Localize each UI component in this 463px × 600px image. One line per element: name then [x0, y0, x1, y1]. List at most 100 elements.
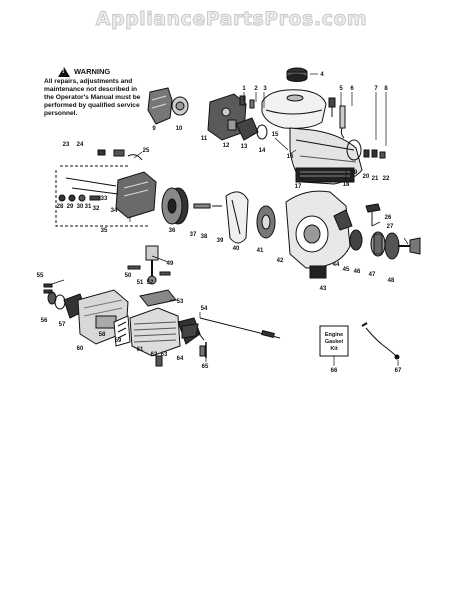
- callout-41: 41: [257, 248, 264, 254]
- callout-51: 51: [137, 280, 144, 286]
- warning-box: WARNING All repairs, adjustments and mai…: [44, 67, 164, 118]
- callout-8: 8: [384, 86, 388, 92]
- callout-28: 28: [57, 204, 64, 210]
- wire-terminal: [394, 354, 400, 360]
- callout-2: 2: [254, 86, 258, 92]
- warning-icon: [58, 67, 70, 77]
- callout-20: 20: [363, 174, 370, 180]
- ignition-wiring: [65, 149, 143, 195]
- callout-58: 58: [99, 332, 106, 338]
- callout-36: 36: [169, 228, 176, 234]
- callout-4: 4: [320, 72, 324, 78]
- callout-32: 32: [93, 206, 100, 212]
- kit-label-line: Engine: [325, 332, 343, 338]
- callout-9: 9: [152, 126, 156, 132]
- intake-boot: [181, 323, 199, 339]
- kit-label-line: Kit: [330, 346, 338, 352]
- assembly-bracket: [55, 170, 150, 227]
- warning-line: performed by qualified service: [44, 102, 140, 109]
- callout-38: 38: [201, 234, 208, 240]
- callout-3: 3: [263, 86, 267, 92]
- muffler-screws: [43, 283, 53, 294]
- carb-gasket: [235, 117, 259, 141]
- engine-housing: [285, 190, 353, 279]
- callout-29: 29: [67, 204, 74, 210]
- callout-18: 18: [343, 182, 350, 188]
- wire-terminal: [361, 322, 368, 327]
- callout-30: 30: [77, 204, 84, 210]
- callout-56: 56: [41, 318, 48, 324]
- muffler-gasket: [47, 291, 66, 310]
- callout-16: 16: [287, 154, 294, 160]
- callout-17: 17: [295, 184, 302, 190]
- air-filter-cover: [147, 87, 173, 125]
- watermark-text: AppliancePartsPros.com: [95, 8, 368, 31]
- fuel-tank: [261, 89, 327, 129]
- clutch-drum: [384, 232, 412, 260]
- ground-wire: [365, 327, 397, 357]
- warning-title: WARNING: [74, 67, 111, 76]
- callout-62: 62: [151, 352, 158, 358]
- starter-pulley: [256, 205, 276, 239]
- fuel-cap: [286, 67, 308, 82]
- carburetor: [207, 93, 247, 141]
- callout-46: 46: [354, 269, 361, 275]
- callout-43: 43: [320, 286, 327, 292]
- piston-pin: [127, 265, 171, 276]
- callout-60: 60: [77, 346, 84, 352]
- kit-label-line: Gasket: [325, 339, 344, 345]
- callout-39: 39: [217, 238, 224, 244]
- cylinder: [129, 307, 181, 357]
- callout-52: 52: [147, 280, 154, 286]
- callout-25: 25: [143, 148, 150, 154]
- ignition-module: [115, 171, 157, 219]
- warning-line: the Operator's Manual must be: [44, 94, 141, 101]
- callout-7: 7: [374, 86, 378, 92]
- throttle-cable: [199, 317, 281, 339]
- callout-26: 26: [385, 215, 392, 221]
- carburetor-screw: [239, 95, 255, 109]
- callout-59: 59: [115, 338, 122, 344]
- callout-1: 1: [242, 86, 246, 92]
- small-hardware: [363, 149, 386, 159]
- fuel-fittings: [328, 97, 346, 139]
- callout-22: 22: [383, 176, 390, 182]
- callout-34: 34: [111, 208, 118, 214]
- callout-31: 31: [85, 204, 92, 210]
- gasket-ring: [346, 139, 362, 161]
- callout-21: 21: [372, 176, 379, 182]
- piston-connecting-rod: [145, 245, 159, 285]
- cylinder-gasket: [139, 289, 177, 307]
- callout-33: 33: [101, 196, 108, 202]
- callout-37: 37: [190, 232, 197, 238]
- callout-48: 48: [388, 278, 395, 284]
- warning-line: All repairs, adjustments and: [44, 78, 133, 85]
- callout-14: 14: [259, 148, 266, 154]
- callout-66: 66: [331, 368, 338, 374]
- spark-plug: [155, 345, 206, 367]
- callout-12: 12: [223, 143, 230, 149]
- flywheel: [161, 187, 189, 225]
- callout-57: 57: [59, 322, 66, 328]
- callout-13: 13: [241, 144, 248, 150]
- callout-45: 45: [343, 267, 350, 273]
- exhaust-baffle: [113, 315, 131, 347]
- callout-15: 15: [272, 132, 279, 138]
- callout-65: 65: [202, 364, 209, 370]
- callout-63: 63: [161, 352, 168, 358]
- drive-shaft-fitting: [409, 237, 421, 255]
- callout-49: 49: [167, 261, 174, 267]
- starter-handle: [365, 203, 381, 226]
- clutch-assembly: [370, 231, 386, 257]
- callout-61: 61: [137, 347, 144, 353]
- callout-40: 40: [233, 246, 240, 252]
- callout-6: 6: [350, 86, 354, 92]
- callout-47: 47: [369, 272, 376, 278]
- warning-line: personnel.: [44, 110, 78, 117]
- callout-27: 27: [387, 224, 394, 230]
- callout-10: 10: [176, 126, 183, 132]
- engine-shroud: [289, 127, 363, 185]
- callout-53: 53: [177, 299, 184, 305]
